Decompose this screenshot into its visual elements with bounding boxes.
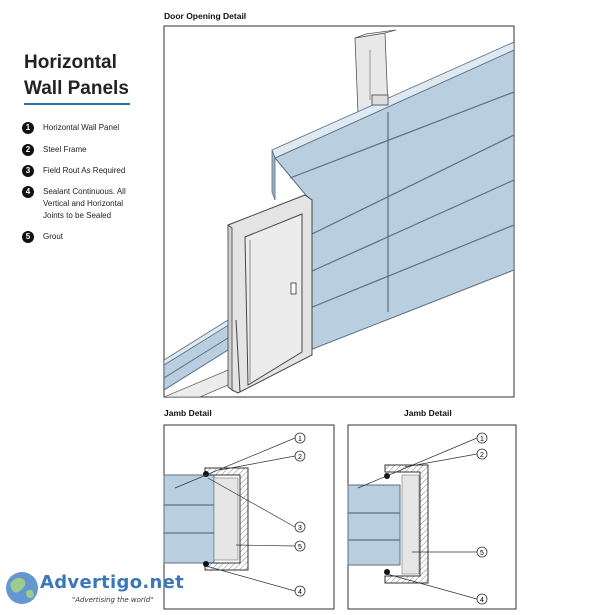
jamb-right-callout-1-text: 1 (480, 436, 484, 443)
door-leaf (244, 213, 303, 386)
legend-text-4: Sealant Continuous. All Vertical and Hor… (43, 187, 126, 220)
jamb-right-callout-5-text: 5 (480, 550, 484, 557)
legend-item-4: 4 Sealant Continuous. All Vertical and H… (22, 186, 157, 222)
legend-item-2: 2 Steel Frame (22, 144, 157, 156)
legend-text-3: Field Rout As Required (43, 166, 126, 175)
panel-clip (371, 94, 389, 106)
jamb-detail-left-title: Jamb Detail (164, 408, 212, 418)
panel-joint-4 (289, 91, 514, 179)
panel-joint-2 (309, 179, 514, 273)
jamb-left-leader-5 (235, 544, 296, 547)
legend-item-5: 5 Grout (22, 231, 157, 243)
panel-joint-1 (309, 134, 514, 236)
legend-number-3: 3 (22, 165, 34, 177)
jamb-post-line (235, 319, 241, 393)
jamb-right-callout-4-text: 4 (480, 597, 484, 604)
jamb-right-callout-5 (476, 546, 488, 558)
jamb-detail-right: 1 2 5 4 (347, 424, 517, 610)
jamb-right-panel (347, 484, 401, 566)
title-line-2: Wall Panels (24, 78, 129, 99)
jamb-right-callout-2 (476, 448, 488, 460)
jamb-right-callout-2-text: 2 (480, 452, 484, 459)
jamb-left-callout-4 (294, 585, 306, 597)
jamb-left-callout-2 (294, 450, 306, 462)
jamb-right-leader-2 (404, 453, 478, 468)
jamb-detail-left: 1 2 3 5 4 (163, 424, 335, 610)
jamb-right-callout-1 (476, 432, 488, 444)
legend-number-2: 2 (22, 144, 34, 156)
legend-text-1: Horizontal Wall Panel (43, 123, 120, 132)
lower-panel-joint (164, 332, 237, 379)
legend-item-3: 3 Field Rout As Required (22, 165, 157, 177)
legend-text-5: Grout (43, 232, 64, 241)
jamb-detail-right-title: Jamb Detail (404, 408, 452, 418)
jamb-left-callout-2-text: 2 (298, 454, 302, 461)
panel-left-edge (271, 149, 276, 201)
legend: 1 Horizontal Wall Panel 2 Steel Frame 3 … (22, 122, 157, 252)
jamb-right-leader-1 (357, 437, 478, 489)
title-line-1: Horizontal (24, 52, 117, 73)
watermark-tagline: "Advertising the world" (72, 596, 154, 604)
jamb-right-callout-4 (476, 593, 488, 605)
jamb-left-callout-1-text: 1 (298, 436, 302, 443)
page-title: Horizontal Wall Panels (24, 50, 129, 102)
jamb-left-grout (213, 477, 239, 561)
steel-column-top (354, 29, 397, 39)
jamb-right-sealant-bottom (384, 569, 390, 575)
jamb-left-callout-1 (294, 432, 306, 444)
jamb-left-leader-1 (174, 437, 296, 489)
legend-number-4: 4 (22, 186, 34, 198)
jamb-left-leader-2 (219, 455, 296, 471)
jamb-left-callout-3-text: 3 (298, 525, 302, 532)
door-handle (290, 282, 297, 295)
panel-joint-3 (309, 224, 514, 309)
jamb-left-sealant-bottom (203, 561, 209, 567)
jamb-right-leader-4 (386, 573, 478, 600)
jamb-left-leader-3 (207, 477, 296, 528)
jamb-left-callout-5-text: 5 (298, 544, 302, 551)
jamb-right-grout (401, 474, 420, 575)
jamb-left-callout-4-text: 4 (298, 589, 302, 596)
watermark-brand: Advertigo.net (40, 572, 185, 593)
legend-number-5: 5 (22, 231, 34, 243)
legend-number-1: 1 (22, 122, 34, 134)
watermark-globe-icon (6, 572, 38, 604)
jamb-left-leader-4 (205, 565, 296, 592)
jamb-left-panel (163, 474, 215, 564)
door-detail-title: Door Opening Detail (164, 11, 247, 21)
door-detail-illustration (164, 29, 514, 397)
legend-item-1: 1 Horizontal Wall Panel (22, 122, 157, 134)
jamb-left-callout-3 (294, 521, 306, 533)
legend-text-2: Steel Frame (43, 145, 87, 154)
jamb-left-callout-5 (294, 540, 306, 552)
title-underline (24, 103, 130, 105)
door-frame-edge (227, 224, 233, 391)
